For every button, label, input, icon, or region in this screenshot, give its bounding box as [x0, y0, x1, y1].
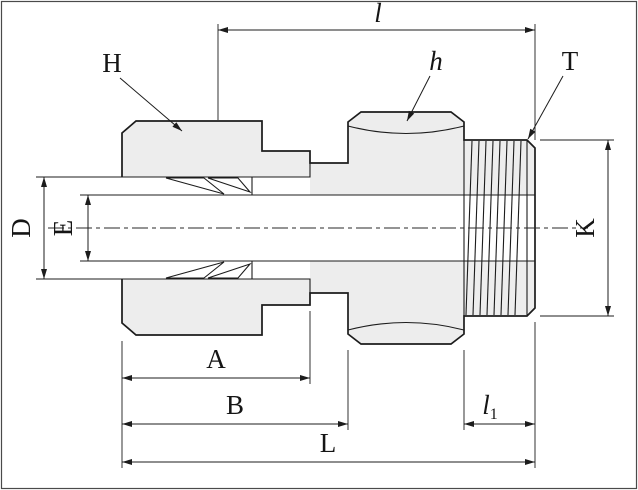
label-T: T	[562, 46, 579, 76]
dimension-K: K	[540, 139, 614, 317]
label-h: h	[429, 46, 443, 76]
dimension-D: D	[6, 176, 122, 280]
callout-h: h	[406, 46, 443, 122]
leader-arrow	[407, 110, 415, 121]
dim-label-E: E	[48, 220, 78, 237]
dim-label-l1: l1	[482, 390, 498, 423]
leader-arrow	[528, 128, 536, 139]
dimension-E: E	[48, 194, 122, 262]
dimension-B: B	[122, 350, 349, 430]
dim-label-D: D	[6, 218, 36, 238]
label-H: H	[102, 48, 122, 78]
dim-label-A: A	[206, 344, 226, 374]
dim-label-l: l	[374, 0, 382, 28]
fitting-body	[48, 111, 588, 345]
callout-T: T	[527, 46, 579, 140]
bore-lines	[122, 176, 535, 280]
dim-label-K: K	[570, 218, 600, 238]
callout-H: H	[102, 48, 183, 132]
dimension-L: L	[122, 428, 535, 465]
dimension-l: l	[217, 0, 536, 140]
leader-arrow	[172, 122, 182, 131]
dimension-l1: l1	[463, 322, 536, 468]
ferrules	[165, 177, 252, 279]
dim-label-L: L	[320, 428, 337, 458]
dimension-A: A	[121, 311, 311, 468]
dim-label-B: B	[226, 390, 244, 420]
